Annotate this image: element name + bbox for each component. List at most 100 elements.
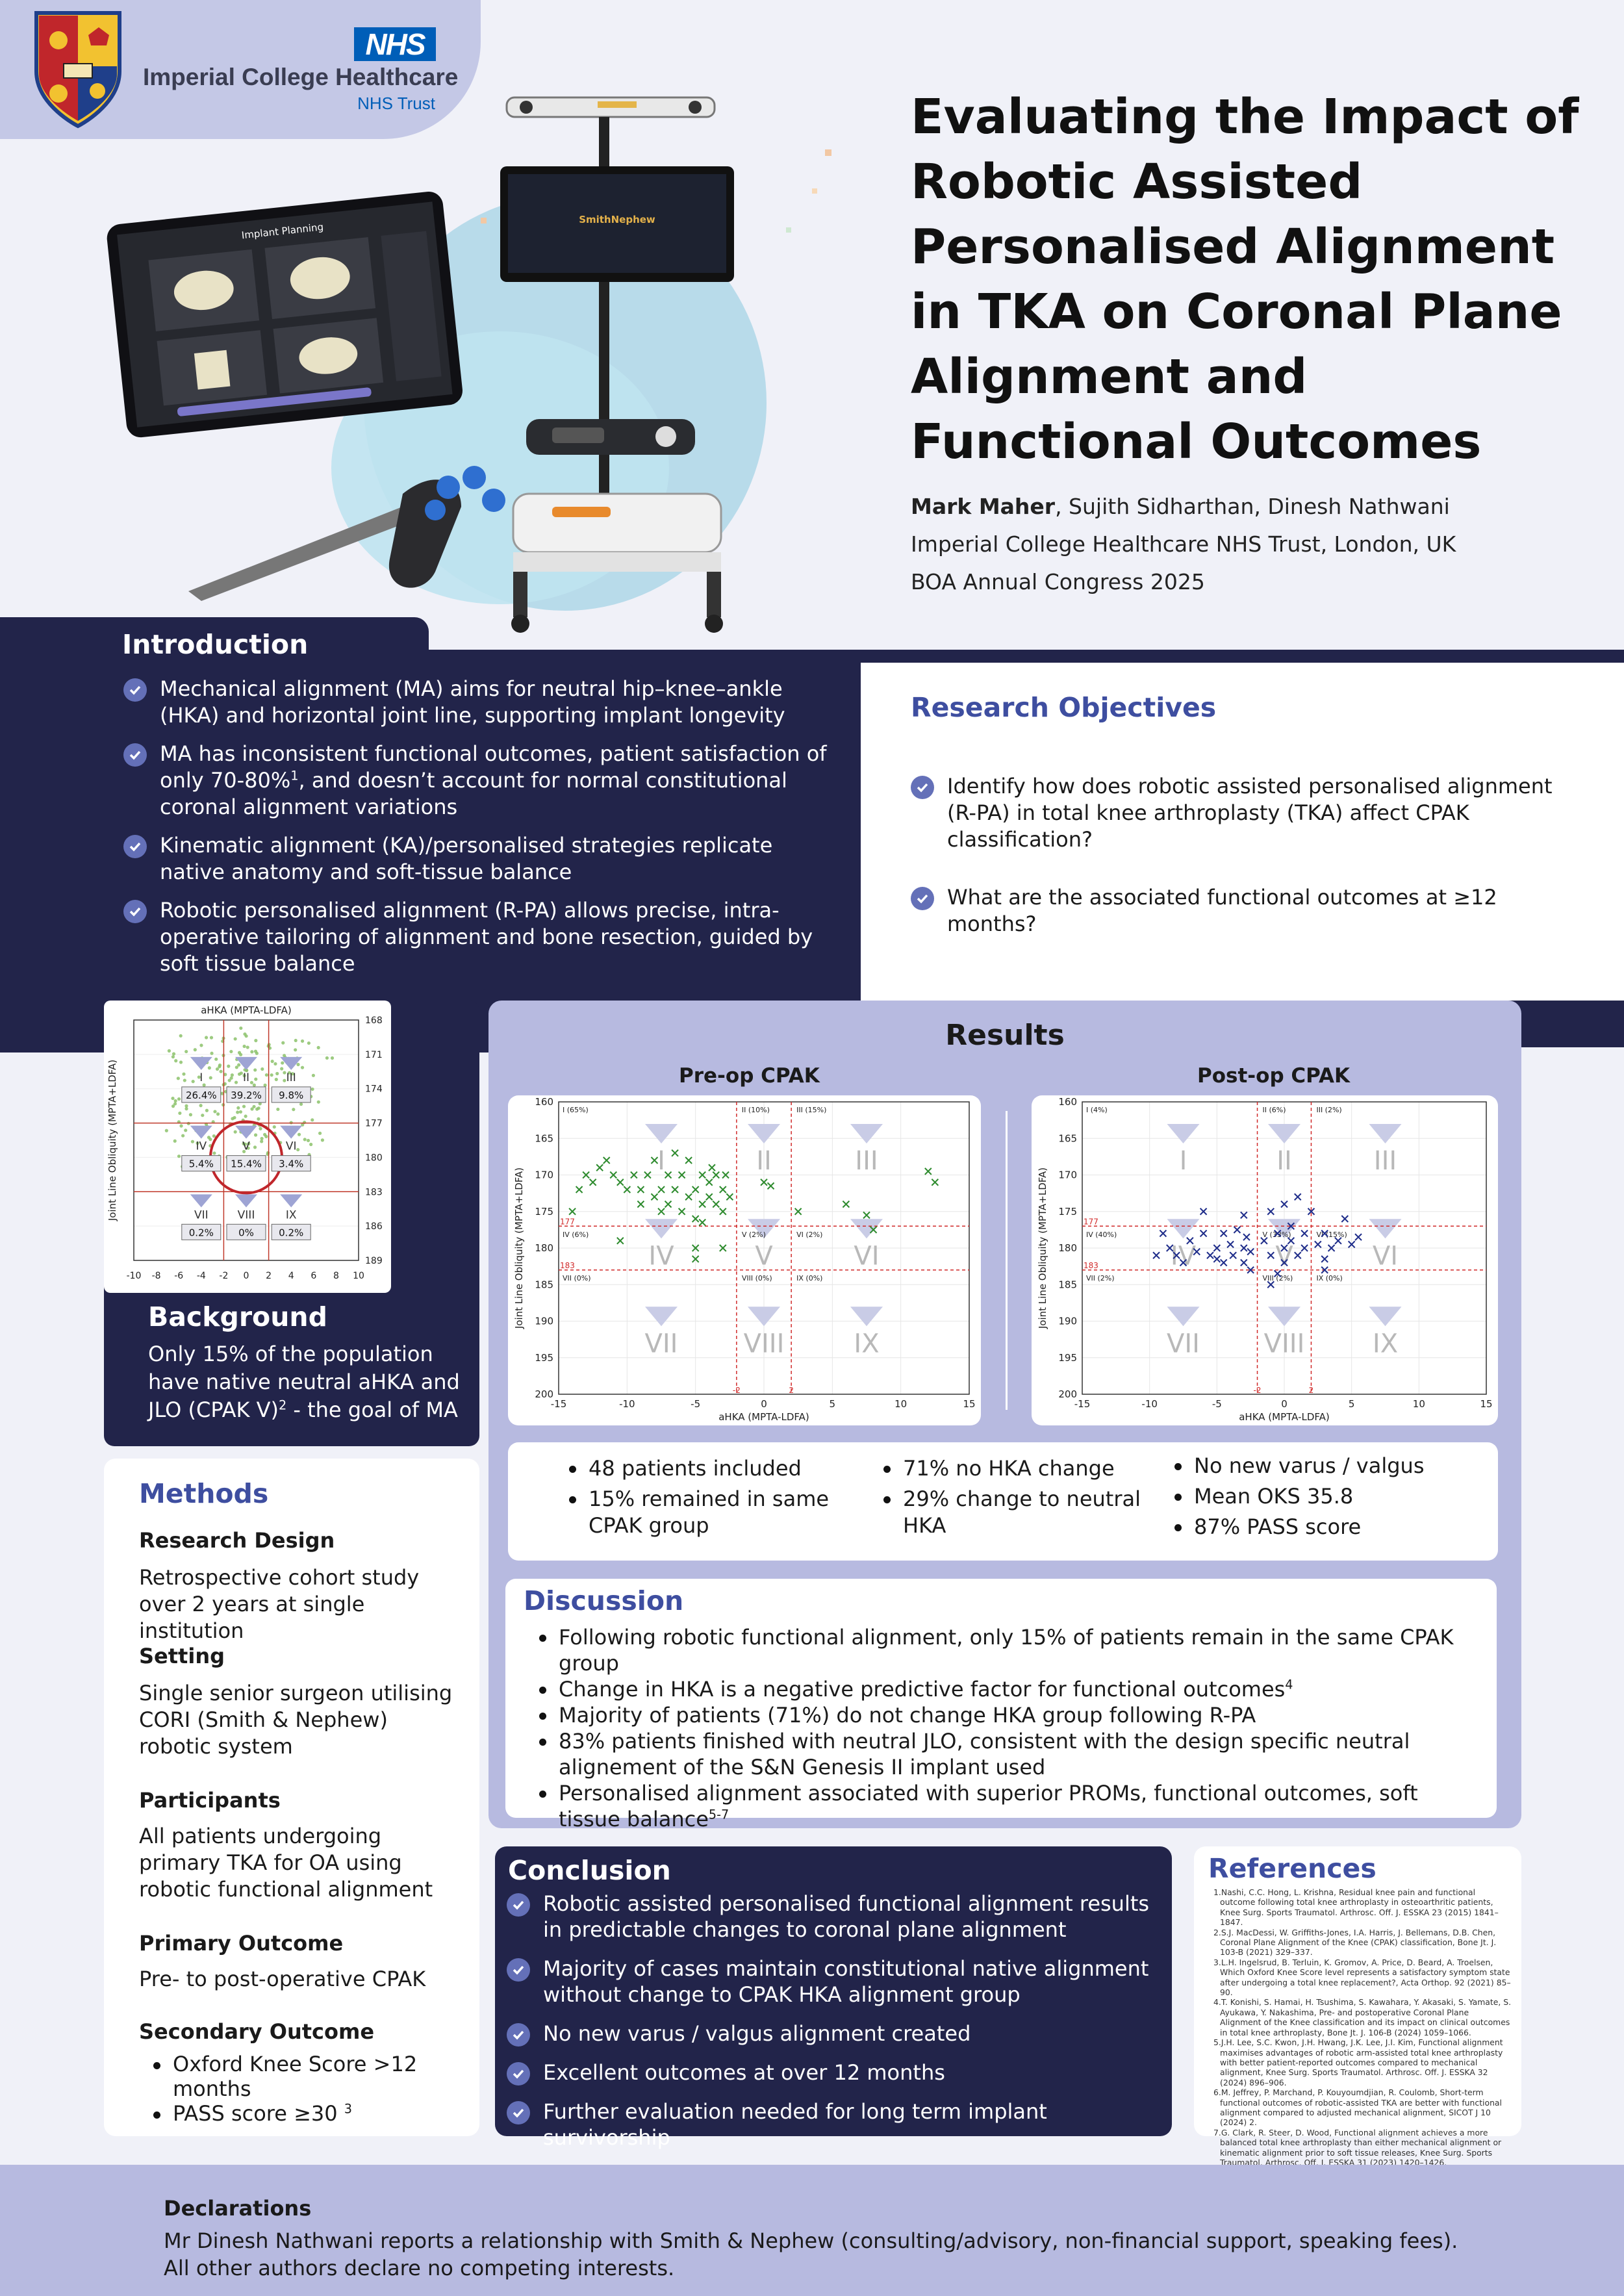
intro-panel bbox=[0, 663, 861, 1052]
population-dot bbox=[316, 1045, 320, 1050]
population-dot bbox=[273, 1062, 277, 1066]
data-point bbox=[760, 1179, 768, 1186]
list-item: Personalised alignment associated with s… bbox=[537, 1780, 1485, 1832]
population-dot bbox=[207, 1066, 211, 1070]
list-item: Majority of cases maintain constitutiona… bbox=[507, 1956, 1163, 2008]
population-dot bbox=[320, 1138, 325, 1142]
list-item: Identify how does robotic assisted perso… bbox=[911, 773, 1560, 853]
x-tick-label: 10 bbox=[1413, 1398, 1425, 1410]
population-dot bbox=[229, 1049, 233, 1054]
data-point bbox=[1294, 1251, 1302, 1259]
x-axis-label: aHKA (MPTA-LDFA) bbox=[718, 1411, 809, 1423]
data-point bbox=[650, 1156, 659, 1164]
population-dot bbox=[167, 1049, 171, 1053]
y-tick-label: 175 bbox=[1058, 1206, 1077, 1218]
population-dot bbox=[215, 1067, 220, 1071]
org-subtitle: NHS Trust bbox=[357, 94, 435, 113]
group-label: VIII (0%) bbox=[742, 1274, 772, 1282]
population-dot bbox=[275, 1071, 279, 1076]
data-point bbox=[678, 1171, 686, 1179]
population-dot bbox=[296, 1062, 300, 1067]
population-dot bbox=[247, 1142, 251, 1146]
population-dot bbox=[238, 1110, 243, 1114]
list-item: 71% no HKA change bbox=[881, 1455, 1141, 1482]
cpak-knee-icon bbox=[748, 1124, 780, 1143]
zone-label: II bbox=[243, 1071, 249, 1084]
data-point bbox=[596, 1164, 603, 1171]
data-point bbox=[1229, 1251, 1237, 1259]
population-dot bbox=[292, 1108, 296, 1112]
threshold-label: -2 bbox=[1254, 1386, 1262, 1395]
data-point bbox=[637, 1186, 645, 1193]
list-item: PASS score ≥30 3 bbox=[151, 2101, 437, 2126]
data-point bbox=[719, 1208, 727, 1216]
intro-tab bbox=[0, 617, 429, 669]
population-dot bbox=[272, 1125, 276, 1129]
reference-item: 4.T. Konishi, S. Hamai, H. Tsushima, S. … bbox=[1213, 1997, 1512, 2037]
population-dot bbox=[218, 1063, 222, 1067]
population-dot bbox=[242, 1074, 246, 1078]
population-dot bbox=[249, 1080, 254, 1084]
x-tick-label: 5 bbox=[1349, 1398, 1355, 1410]
data-point bbox=[1300, 1229, 1308, 1238]
y-tick-label: 180 bbox=[365, 1153, 383, 1163]
population-dot bbox=[283, 1071, 286, 1075]
data-point bbox=[1226, 1240, 1234, 1249]
x-tick-label: -6 bbox=[174, 1271, 183, 1281]
y-tick-label: 180 bbox=[535, 1242, 553, 1254]
population-dot bbox=[303, 1138, 307, 1142]
plot-frame bbox=[133, 1019, 359, 1261]
zone-label: IX bbox=[854, 1329, 879, 1358]
zone-label: I bbox=[657, 1146, 665, 1176]
population-dot bbox=[234, 1080, 238, 1084]
population-dot bbox=[300, 1065, 305, 1069]
x-tick-label: -15 bbox=[551, 1398, 567, 1410]
population-dot bbox=[281, 1041, 285, 1045]
background-text: Only 15% of the population have native n… bbox=[148, 1342, 460, 1422]
population-dot bbox=[252, 1083, 256, 1087]
population-dot bbox=[209, 1036, 214, 1040]
population-dot bbox=[242, 1044, 246, 1049]
zone-label: IV bbox=[648, 1241, 674, 1271]
event-name: BOA Annual Congress 2025 bbox=[911, 569, 1205, 594]
cpak-knee-icon bbox=[1369, 1124, 1402, 1143]
data-point bbox=[637, 1200, 645, 1208]
group-label: IX (0%) bbox=[796, 1274, 822, 1282]
data-point bbox=[1166, 1244, 1174, 1252]
x-tick-label: 5 bbox=[830, 1398, 836, 1410]
list-item: Oxford Knee Score >12 months bbox=[151, 2052, 437, 2101]
list-item: What are the associated functional outco… bbox=[911, 884, 1560, 938]
population-dot bbox=[264, 1134, 268, 1138]
x-tick-label: -10 bbox=[127, 1271, 142, 1281]
list-item: Kinematic alignment (KA)/personalised st… bbox=[123, 832, 838, 886]
population-dot bbox=[253, 1133, 258, 1137]
objectives-heading: Research Objectives bbox=[911, 692, 1217, 723]
population-dot bbox=[171, 1055, 175, 1059]
declarations-line-2: All other authors declare no competing i… bbox=[164, 2256, 675, 2280]
population-dot bbox=[252, 1104, 256, 1108]
setting-heading: Setting bbox=[139, 1644, 225, 1668]
group-label: VII (0%) bbox=[563, 1274, 591, 1282]
data-point bbox=[1213, 1244, 1221, 1252]
population-dot bbox=[184, 1129, 188, 1132]
stats-list-1: 48 patients included 15% remained in sam… bbox=[566, 1455, 839, 1543]
population-dot bbox=[236, 1110, 240, 1114]
zone-label: VI bbox=[1373, 1241, 1398, 1271]
x-tick-label: 0 bbox=[1281, 1398, 1288, 1410]
y-tick-label: 165 bbox=[1058, 1132, 1077, 1144]
data-point bbox=[609, 1171, 617, 1179]
population-dot bbox=[264, 1073, 268, 1077]
list-item: Robotic personalised alignment (R-PA) al… bbox=[123, 897, 838, 977]
population-dot bbox=[263, 1083, 267, 1087]
y-tick-label: 189 bbox=[365, 1256, 383, 1266]
data-point bbox=[1240, 1244, 1248, 1252]
population-dot bbox=[283, 1078, 286, 1082]
y-tick-label: 195 bbox=[1058, 1352, 1077, 1364]
background-heading: Background bbox=[148, 1301, 327, 1333]
percent-badge bbox=[226, 1223, 266, 1240]
population-dot bbox=[222, 1103, 225, 1107]
x-tick-label: -8 bbox=[152, 1271, 161, 1281]
zone-percent: 9.8% bbox=[279, 1090, 303, 1101]
zone-label: VI bbox=[854, 1241, 879, 1271]
